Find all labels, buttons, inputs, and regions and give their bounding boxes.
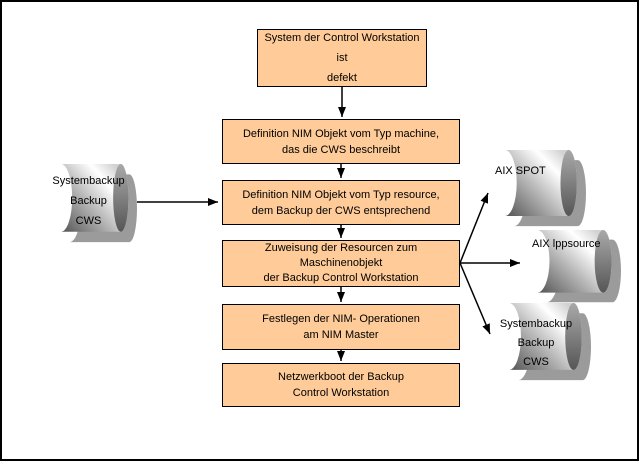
flow-step-network-boot: Netzwerkboot der Backup Control Workstat…	[222, 363, 460, 407]
flow-step-line: das die CWS beschreibt	[282, 143, 400, 156]
datastore-aix-lppsource: AIX lppsource	[525, 230, 621, 303]
flow-step-line: defekt	[327, 72, 357, 84]
flow-step-define-operations: Festlegen der NIM- Operationen am NIM Ma…	[222, 304, 460, 350]
datastore-label-line: CWS	[75, 215, 102, 227]
datastore-label-line: Systembackup	[52, 175, 125, 187]
datastore-label: Systembackup Backup CWS	[497, 315, 575, 372]
flow-step-line: Maschinenobjekt	[299, 257, 383, 269]
flow-step-line: Definition NIM Objekt vom Typ machine,	[242, 127, 440, 140]
flow-step-define-machine: Definition NIM Objekt vom Typ machine, d…	[222, 119, 460, 164]
datastore-label: AIX SPOT	[495, 165, 546, 177]
datastore-label-line: Backup	[70, 195, 107, 207]
datastore-systembackup-left: Systembackup Backup CWS	[50, 164, 137, 243]
datastore-label-line: CWS	[523, 356, 549, 368]
cylinder-icon	[508, 303, 591, 381]
flow-step-assign-resources: Zuweisung der Resourcen zum Maschinenobj…	[222, 240, 460, 287]
cylinder-icon	[504, 150, 586, 227]
flow-step-line: Definition NIM Objekt vom Typ resource,	[242, 188, 440, 201]
datastore-aix-spot: AIX SPOT	[493, 150, 586, 227]
datastore-label: AIX lppsource	[532, 238, 601, 250]
datastore-label-line: Backup	[517, 337, 555, 349]
flow-step-defect: System der Control Workstation ist defek…	[257, 29, 427, 87]
flow-step-line: dem Backup der CWS entsprechend	[251, 204, 431, 217]
flow-step-line: Zuweisung der Resourcen zum	[264, 242, 418, 254]
arrow-step4-to-systembackup	[459, 262, 491, 335]
flow-step-define-resource: Definition NIM Objekt vom Typ resource, …	[222, 180, 460, 225]
cylinder-icon	[537, 230, 621, 303]
datastore-label-line: Systembackup	[499, 318, 573, 330]
flow-step-line: der Backup Control Workstation	[263, 272, 419, 284]
cylinder-icon	[61, 164, 137, 243]
flow-step-line: System der Control Workstation ist	[264, 32, 420, 64]
datastore-label: Systembackup Backup CWS	[50, 171, 127, 231]
arrow-step4-to-spot	[459, 192, 489, 264]
flow-step-line: Control Workstation	[292, 387, 390, 399]
flow-step-line: Festlegen der NIM- Operationen	[262, 313, 420, 325]
datastore-systembackup-right: Systembackup Backup CWS	[497, 303, 591, 381]
flow-step-line: am NIM Master	[303, 329, 379, 341]
flow-step-line: Netzwerkboot der Backup	[278, 371, 404, 383]
